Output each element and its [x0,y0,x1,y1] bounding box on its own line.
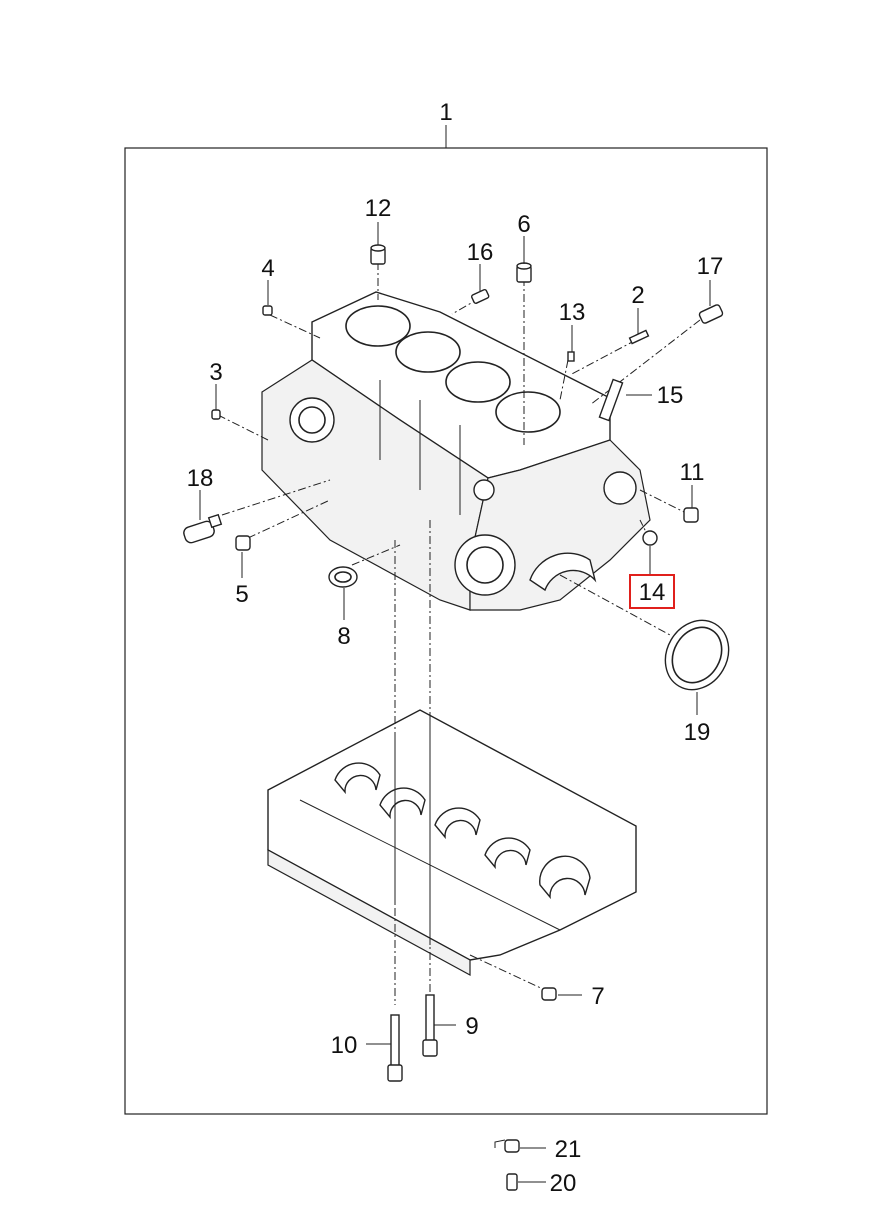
callout-14-highlight [629,574,675,609]
callout-10: 10 [331,1032,358,1059]
part-4-plug [262,305,273,316]
part-12-dowel [370,244,386,265]
callout-9: 9 [465,1013,478,1040]
part-18-sensor [183,513,223,544]
callout-11: 11 [680,459,705,486]
callout-15: 15 [657,382,684,409]
part-20-bolt [506,1173,518,1191]
part-9-bolt [422,994,438,1057]
callout-5: 5 [235,581,248,608]
part-6-dowel [516,262,532,283]
part-19-oil-seal [664,619,730,691]
part-2-pin [628,329,650,345]
callout-12: 12 [365,195,392,222]
callout-20: 20 [550,1170,577,1197]
part-10-bolt [387,1014,403,1082]
part-16-plug [471,288,490,304]
assembly-frame [124,147,768,1115]
callout-8: 8 [337,623,350,650]
part-14-plug [642,530,658,546]
cylinder-block [261,291,651,611]
part-13-pin [567,351,575,362]
part-8-seal [328,566,358,588]
part-15-tube [598,378,624,422]
part-17-sensor [698,304,724,324]
callout-7: 7 [591,983,604,1010]
callout-3: 3 [209,359,222,386]
assembly-label: 1 [439,99,452,126]
callout-14: 14 [639,579,666,606]
callout-4: 4 [261,255,274,282]
part-5-bushing [235,535,251,551]
crankcase-lower [267,709,637,977]
callout-19: 19 [684,719,711,746]
part-3-plug [211,409,221,420]
callout-18: 18 [187,465,214,492]
callout-6: 6 [517,211,530,238]
callout-2: 2 [631,282,644,309]
part-21-bracket [494,1139,520,1153]
callout-13: 13 [559,299,586,326]
callout-16: 16 [467,239,494,266]
part-11-bushing [683,507,699,523]
callout-17: 17 [697,253,724,280]
part-7-dowel [541,987,557,1001]
callout-21: 21 [555,1136,582,1163]
